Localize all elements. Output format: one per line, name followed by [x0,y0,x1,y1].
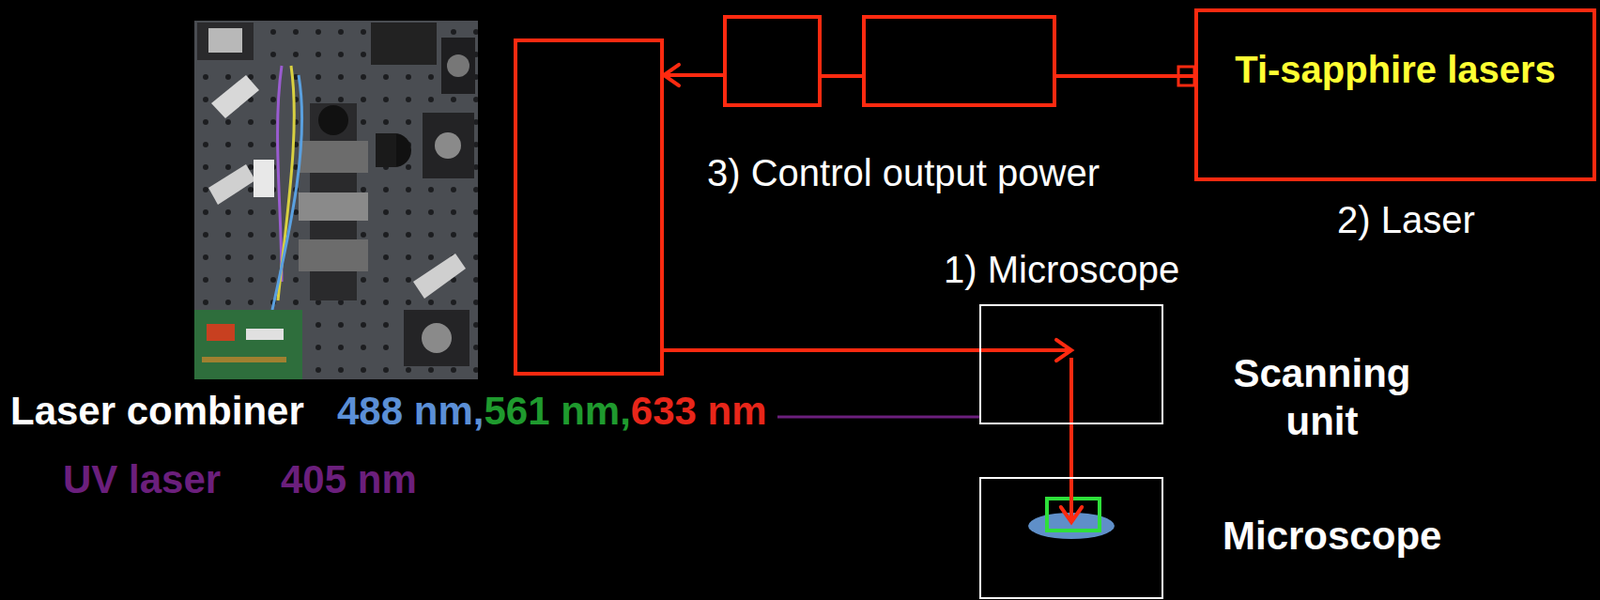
arrow-head [1056,339,1072,361]
combiner-box [513,38,664,376]
wavelength-label: 488 nm, [337,388,484,434]
beam-line [1069,357,1074,523]
arrow-head [1061,507,1082,523]
arrow-head [663,64,679,86]
beam-connector [663,64,724,86]
beam-line [663,73,724,77]
part-label: UV laser [62,457,221,503]
node-label: 2) Laser [1337,198,1476,242]
power-control-box [723,15,822,108]
node-heading: Ti-sapphire lasers [1194,47,1597,92]
laser-box: Ti-sapphire lasers2) Laser [1194,8,1597,182]
scanning-unit-box: 1) MicroscopeScanning unit [979,304,1164,425]
node-label: Scanning unit [1214,349,1431,446]
part-label: Laser combiner [10,388,305,434]
beam-connector [1061,357,1082,523]
beam-line [663,348,1072,353]
power-control-box [861,15,1057,108]
node-label: Microscope [1222,513,1442,559]
wavelength-label: 633 nm [630,388,768,434]
beam-line [1056,74,1195,78]
step-label: 3) Control output power [707,151,1100,195]
beam-connector [821,76,862,77]
wavelength-label: 405 nm [280,457,417,503]
wavelength-label: 561 nm, [483,388,631,434]
node-heading: 1) Microscope [943,247,1180,292]
beam-connector [1056,76,1195,77]
beam-line [821,74,862,78]
beam-connector [663,339,1072,361]
microscope-box: Microscope [979,476,1164,600]
